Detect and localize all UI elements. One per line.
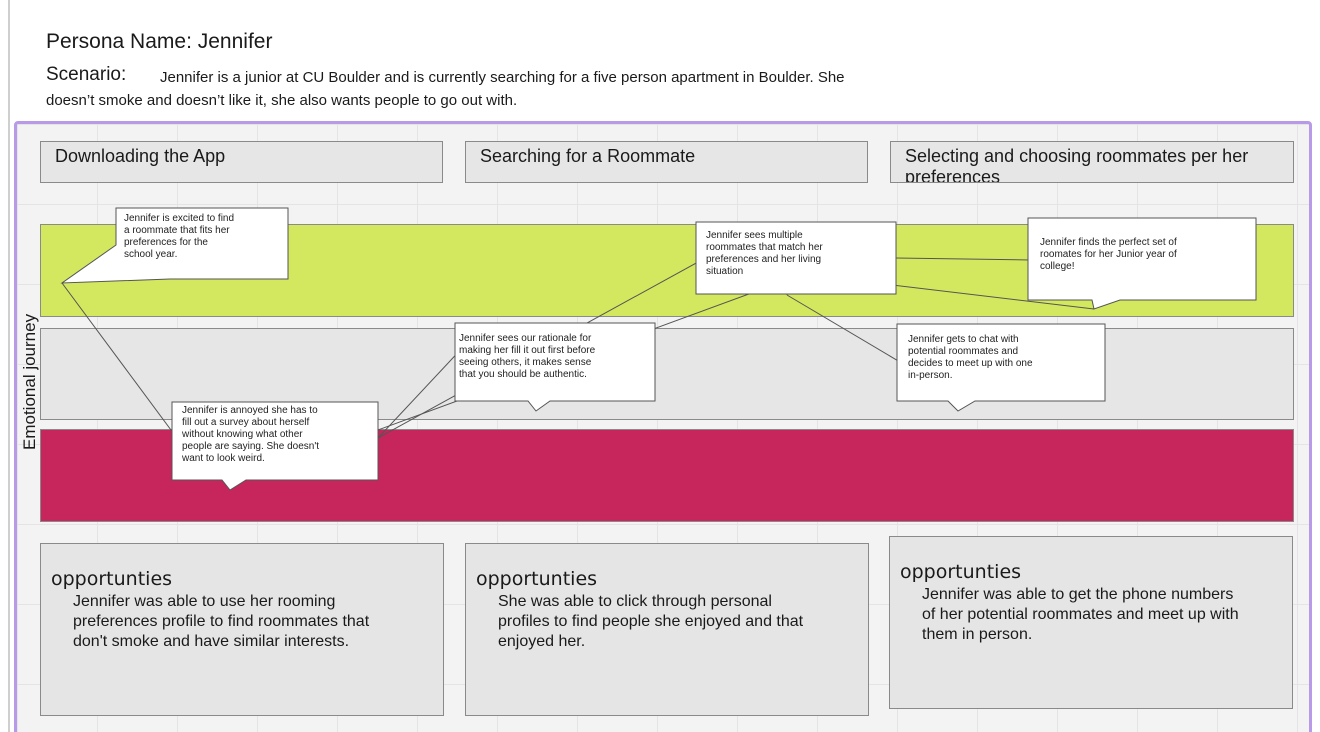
opportunity-body: Jennifer was able to use her rooming pre… — [73, 593, 370, 650]
stage-searching-roommate[interactable]: Searching for a Roommate — [465, 141, 868, 183]
callout-line: roomates for her Junior year of — [1040, 249, 1177, 260]
opportunity-title: opportunties — [51, 568, 173, 590]
callout-rationale: Jennifer sees our rationale for making h… — [459, 333, 595, 381]
persona-name: Persona Name: Jennifer — [46, 30, 273, 53]
opportunity-card-2[interactable]: opportunties She was able to click throu… — [465, 543, 869, 716]
callout-annoyed: Jennifer is annoyed she has to fill out … — [182, 405, 319, 465]
stage-downloading-app[interactable]: Downloading the App — [40, 141, 443, 183]
opportunity-title: opportunties — [476, 568, 598, 590]
callout-line: college! — [1040, 261, 1075, 272]
opportunity-body: Jennifer was able to get the phone numbe… — [922, 586, 1239, 643]
callout-line: Jennifer gets to chat with — [908, 334, 1019, 345]
callout-line: a roommate that fits her — [124, 225, 230, 236]
callout-line: fill out a survey about herself — [182, 417, 310, 428]
callout-perfect: Jennifer finds the perfect set of roomat… — [1040, 237, 1177, 273]
emotional-journey-label: Emotional journey — [20, 313, 39, 450]
callout-line: roommates that match her — [706, 242, 823, 253]
scenario-text-line-1: Jennifer is a junior at CU Boulder and i… — [160, 69, 845, 86]
callout-matches: Jennifer sees multiple roommates that ma… — [706, 230, 823, 278]
opportunity-card-3[interactable]: opportunties Jennifer was able to get th… — [889, 536, 1293, 709]
scenario-label: Scenario: — [46, 64, 127, 85]
callout-line: seeing others, it makes sense — [459, 357, 592, 368]
left-divider — [8, 0, 10, 732]
callout-line: situation — [706, 266, 744, 277]
stage-selecting-roommates[interactable]: Selecting and choosing roommates per her… — [890, 141, 1294, 183]
callout-line: preferences for the — [124, 237, 208, 248]
callout-excited: Jennifer is excited to find a roommate t… — [124, 213, 234, 261]
callout-line: in-person. — [908, 370, 953, 381]
scenario-text-line-2: doesn’t smoke and doesn’t like it, she a… — [46, 92, 518, 109]
callout-line: Jennifer sees our rationale for — [459, 333, 592, 344]
callout-line: making her fill it out first before — [459, 345, 596, 356]
callout-line: want to look weird. — [182, 453, 265, 464]
callout-line: Jennifer is annoyed she has to — [182, 405, 318, 416]
callout-line: Jennifer finds the perfect set of — [1040, 237, 1177, 248]
opportunity-card-1[interactable]: opportunties Jennifer was able to use he… — [40, 543, 444, 716]
callout-line: school year. — [124, 249, 178, 260]
callout-line: that you should be authentic. — [459, 369, 587, 380]
callout-line: people are saying. She doesn't — [182, 441, 320, 452]
callout-line: Jennifer sees multiple — [706, 230, 803, 241]
opportunity-title: opportunties — [900, 561, 1022, 583]
callout-line: decides to meet up with one — [908, 358, 1033, 369]
callout-line: preferences and her living — [706, 254, 822, 265]
callout-line: Jennifer is excited to find — [124, 213, 235, 224]
opportunity-body: She was able to click through personal p… — [498, 593, 804, 650]
callout-line: without knowing what other — [182, 429, 303, 440]
callout-line: potential roommates and — [908, 346, 1019, 357]
callout-chat: Jennifer gets to chat with potential roo… — [908, 334, 1033, 382]
